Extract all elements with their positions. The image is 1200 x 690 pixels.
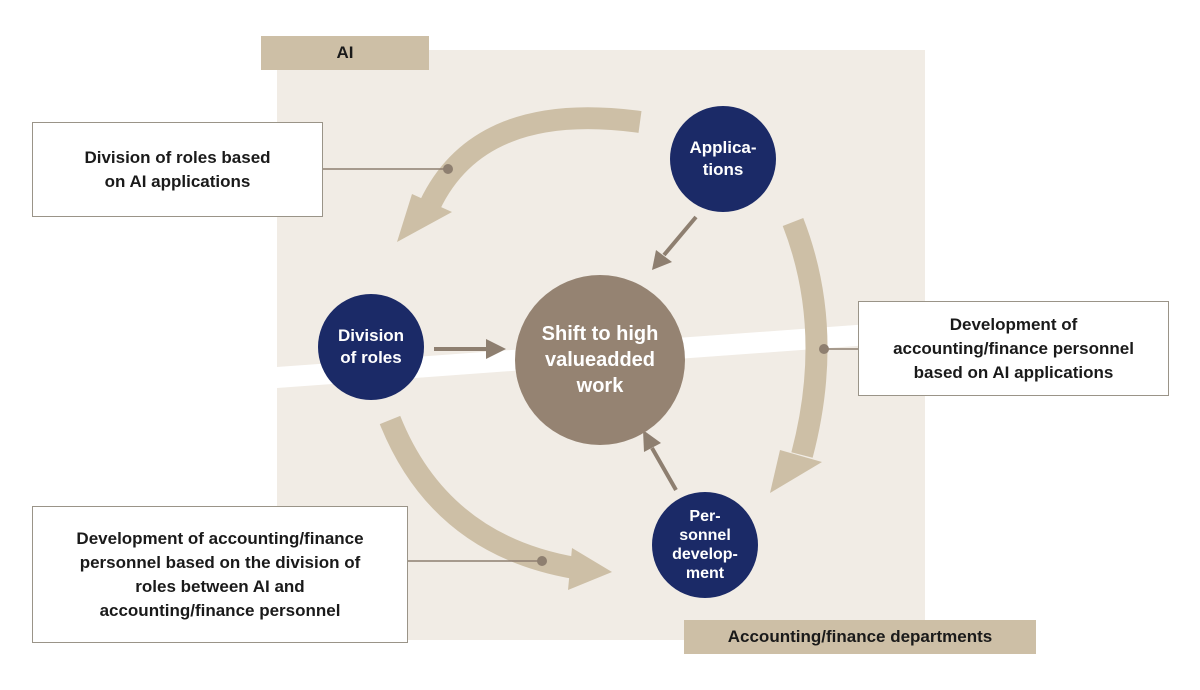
cycle-arrow-bottom-head [568, 548, 612, 590]
callout-development-right: Development of accounting/finance person… [858, 301, 1169, 396]
callout-division-roles: Division of roles based on AI applicatio… [32, 122, 323, 217]
callout-development-bottom: Development of accounting/finance person… [32, 506, 408, 643]
arrow-applications-to-center-head [652, 250, 672, 270]
connector-dot-development-right [819, 344, 829, 354]
departments-panel [277, 341, 925, 640]
arrow-applications-to-center [662, 215, 698, 257]
personnel-development-node: Per- sonnel develop- ment [652, 492, 758, 598]
arrow-personnel-to-center [650, 447, 678, 491]
cycle-arrow-right [782, 218, 828, 458]
shift-to-high-value-node: Shift to high valueadded work [515, 275, 685, 445]
arrow-division-to-center-head [486, 339, 506, 359]
cycle-arrow-top-head [397, 194, 452, 242]
ai-label: AI [261, 36, 429, 70]
departments-label: Accounting/finance departments [684, 620, 1036, 654]
cycle-arrow-right-head [770, 450, 822, 493]
division-of-roles-node: Division of roles [318, 294, 424, 400]
applications-node: Applica- tions [670, 106, 776, 212]
arrow-personnel-to-center-head [643, 430, 661, 452]
connector-dot-division-roles [443, 164, 453, 174]
connector-dot-development-bottom [537, 556, 547, 566]
cycle-arrow-top [420, 107, 642, 210]
